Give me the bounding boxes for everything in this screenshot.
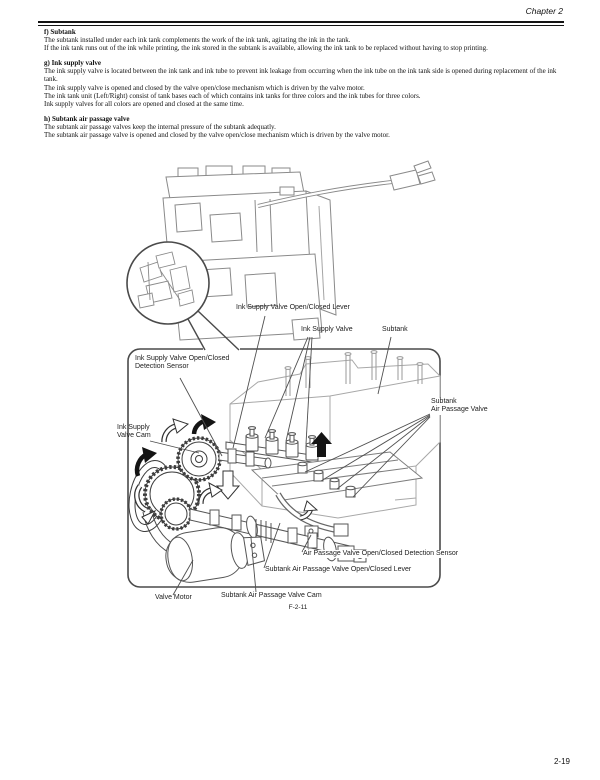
paragraph: The subtank air passage valves keep the …: [44, 122, 276, 131]
subtank-pins-art: [284, 350, 424, 396]
section-heading: g) Ink supply valve: [44, 59, 101, 68]
ink-supply-valves-art: [245, 426, 319, 461]
section-heading: f) Subtank: [44, 28, 76, 36]
label-ink-supply-sensor: Ink Supply Valve Open/Closed Detection S…: [135, 355, 230, 371]
header-rule-thick: [38, 21, 564, 24]
paragraph: The subtank air passage valve is opened …: [44, 131, 390, 140]
air-passage-valve-plate-art: [250, 451, 424, 501]
rotation-arrow-icon: [161, 418, 190, 443]
page-number: 2-19: [553, 757, 570, 766]
body-text: f) Subtank The subtank installed under e…: [44, 28, 564, 146]
rotation-arrow-icon: [134, 484, 157, 525]
paragraph: The subtank installed under each ink tan…: [44, 36, 351, 45]
magnifier-circle: [126, 241, 210, 325]
harness-connector-art: [389, 160, 436, 191]
subtank-unit-overview-art: [162, 160, 436, 341]
label-air-passage-cam: Subtank Air Passage Valve Cam: [221, 592, 322, 599]
gear-train-art: [128, 436, 222, 532]
ink-supply-cam-shaft-art: [218, 448, 272, 469]
label-ink-supply-valve: Ink Supply Valve: [301, 326, 353, 333]
label-subtank: Subtank: [382, 326, 408, 333]
rotation-arrow-icon: [134, 447, 157, 477]
paragraph: The ink tank unit (Left/Right) consist o…: [44, 91, 421, 100]
label-valve-motor: Valve Motor: [155, 594, 192, 601]
section-subtank-air-passage-valve: h) Subtank air passage valve The subtank…: [44, 115, 564, 139]
paragraph: The ink supply valve is opened and close…: [44, 83, 365, 92]
label-air-passage-lever: Subtank Air Passage Valve Open/Closed Le…: [265, 566, 412, 575]
rotation-arrow-icon: [198, 482, 223, 505]
section-ink-supply-valve: g) Ink supply valve The ink supply valve…: [44, 59, 564, 108]
air-passage-valves-art: [297, 461, 356, 498]
rotation-arrow-icon: [191, 414, 216, 435]
valve-motor-art: [142, 507, 266, 583]
leader-lines: [149, 315, 431, 596]
label-ink-supply-cam: Ink Supply Valve Cam: [117, 424, 151, 440]
paragraph: If the ink tank runs out of the ink whil…: [44, 44, 488, 53]
magnifier-pointer: [187, 310, 240, 351]
paragraph: Ink supply valves for all colors are ope…: [44, 99, 244, 108]
up-arrow-icon: [311, 432, 332, 457]
header-rule-thin: [38, 24, 564, 26]
paragraph: The ink supply valve is located between …: [44, 67, 557, 84]
label-ink-supply-valve-lever: Ink Supply Valve Open/Closed Lever: [236, 304, 350, 311]
figure-number: F-2-11: [288, 604, 308, 611]
section-subtank: f) Subtank The subtank installed under e…: [44, 28, 564, 52]
label-subtank-air-passage-valve: Subtank Air Passage Valve: [430, 398, 489, 415]
chapter-header: Chapter 2: [525, 6, 563, 16]
rotation-arrow-icon: [299, 500, 319, 521]
down-arrow-icon: [215, 470, 241, 500]
label-air-passage-sensor: Air Passage Valve Open/Closed Detection …: [303, 550, 459, 559]
air-passage-lever-art: [275, 492, 349, 537]
section-heading: h) Subtank air passage valve: [44, 114, 130, 123]
